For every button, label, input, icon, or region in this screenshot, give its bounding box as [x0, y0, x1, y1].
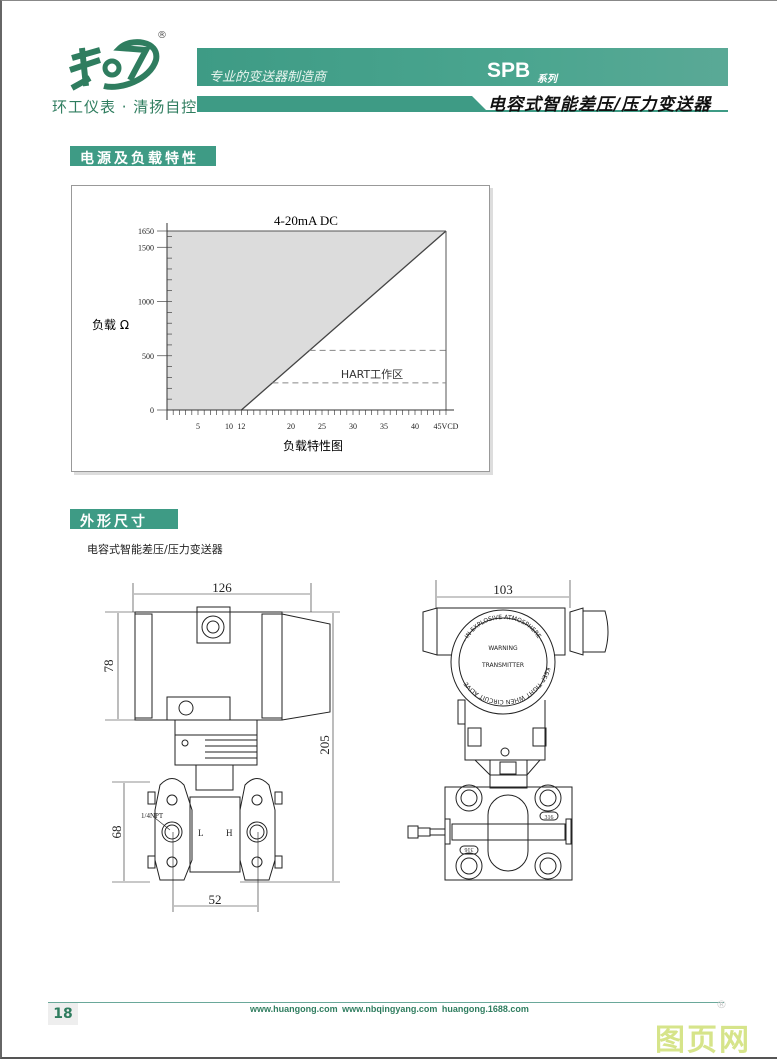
hart-zone-label: HART工作区 — [341, 368, 403, 381]
x-tick-label: 25 — [318, 422, 326, 431]
material-mark-316: 316 — [545, 815, 554, 821]
band-slogan: 专业的变送器制造商 — [209, 70, 327, 85]
dim-port-spacing-52: 52 — [209, 892, 222, 907]
chart-box — [71, 185, 490, 472]
load-line — [240, 230, 447, 411]
x-tick-label: 10 — [225, 422, 233, 431]
chart-title: 4-20mA DC — [274, 213, 338, 228]
header-band-lower — [197, 96, 487, 111]
x-tick-label: 12 — [237, 422, 245, 431]
section-title-dimensions: 外形尺寸 — [70, 509, 178, 530]
y-tick-label: 0 — [150, 406, 154, 415]
footer-urls[interactable]: www.huangong.com www.nbqingyang.com huan… — [250, 1004, 529, 1014]
x-tick-label: 45VCD — [434, 422, 459, 431]
high-port-label: H — [226, 828, 233, 838]
load-chart: 4-20mA DC 负载 Ω 负载特性图 HART工作区 5 10 12 20 25 30 3… — [92, 213, 459, 453]
dim-flange-68: 68 — [109, 826, 124, 839]
x-tick-label: 30 — [349, 422, 357, 431]
port-thread-label: 1/4NPT — [141, 812, 164, 820]
model-name: SPB — [487, 59, 531, 82]
shaded-region — [167, 231, 446, 410]
dim-width-126: 126 — [212, 580, 232, 595]
series-label: 系列 — [537, 74, 557, 85]
watermark: 图页网 — [655, 1023, 751, 1058]
x-axis-label: 负载特性图 — [283, 438, 343, 453]
y-tick-label: 500 — [142, 352, 154, 361]
y-tick-label: 1500 — [138, 243, 154, 252]
footer-rule — [48, 1002, 724, 1003]
dim-total-height-205: 205 — [317, 735, 332, 755]
company-slogan: 环工仪表 · 清扬自控 — [52, 98, 198, 116]
section-title-power-load: 电源及负载特性 — [70, 146, 216, 167]
page-number: 18 — [48, 1003, 78, 1025]
y-tick-label: 1650 — [138, 227, 154, 236]
material-mark-316-inverted: 316 — [465, 846, 474, 852]
header-rule — [197, 110, 728, 112]
y-axis-label: 负载 Ω — [92, 318, 129, 332]
header-band: 专业的变送器制造商 SPB 系列 — [197, 48, 728, 86]
x-tick-label: 40 — [411, 422, 419, 431]
dim-width-103: 103 — [493, 582, 513, 597]
y-tick-label: 1000 — [138, 298, 154, 307]
x-tick-label: 5 — [196, 422, 200, 431]
x-tick-label: 35 — [380, 422, 388, 431]
registered-mark: ® — [157, 30, 167, 41]
warning-label: WARNING — [488, 645, 518, 652]
low-port-label: L — [198, 828, 204, 838]
watermark-registered: ® — [716, 998, 727, 1011]
side-view-drawing: 103 - IN EXPLOSIVE ATMOSPHERE - KEEP TIG… — [407, 580, 609, 881]
drawing-subtitle: 电容式智能差压/压力变送器 — [87, 543, 223, 556]
product-title: 电容式智能差压/压力变送器 — [488, 95, 712, 115]
dim-head-height-78: 78 — [101, 660, 116, 673]
company-logo — [69, 39, 160, 91]
front-view-drawing: 126 78 205 68 52 1/4NPT L H — [101, 580, 340, 912]
transmitter-label: TRANSMITTER — [481, 662, 524, 669]
x-tick-label: 20 — [287, 422, 295, 431]
